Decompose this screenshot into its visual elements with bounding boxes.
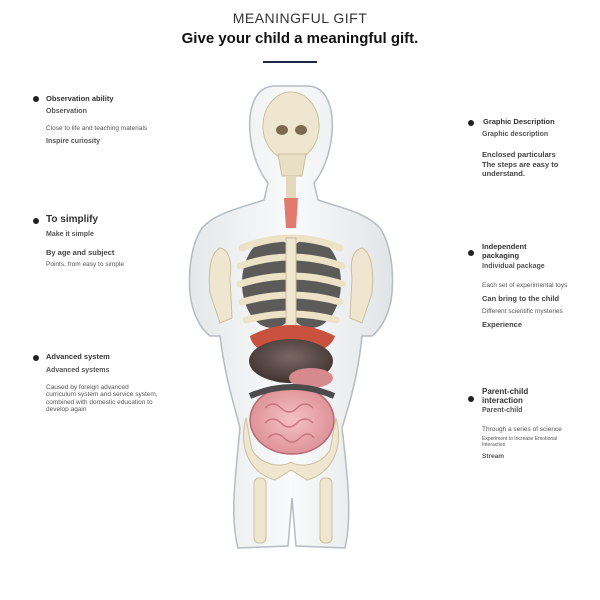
- feature-heading: Advanced system: [46, 352, 110, 361]
- feature-body: Caused by foreign advanced curriculum sy…: [46, 384, 158, 414]
- header-title: Give your child a meaningful gift.: [181, 30, 419, 47]
- feature-line: Experiment to Increase Emotional Interac…: [482, 436, 558, 448]
- bullet-icon: [468, 120, 474, 126]
- feature-line: Close to life and teaching materials: [46, 125, 148, 132]
- feature-line: Points, from easy to simple: [46, 261, 125, 268]
- feature-line: Each set of experimental toys: [482, 282, 568, 289]
- feature-sub: Make it simple: [46, 231, 94, 238]
- feature-line: Inspire curiosity: [46, 138, 101, 145]
- feature-sub: Observation: [46, 108, 87, 115]
- feature-sub: Graphic description: [482, 131, 549, 138]
- feature-line: Can bring to the child: [482, 294, 560, 303]
- feature-line: Experience: [482, 320, 523, 329]
- feature-heading: Independent packaging: [482, 242, 527, 260]
- header-subtitle: MEANINGFUL GIFT: [232, 10, 368, 26]
- bullet-icon: [33, 218, 39, 224]
- feature-heading: Parent-child interaction: [482, 387, 529, 406]
- bullet-icon: [468, 250, 474, 256]
- feature-heading: Graphic Description: [483, 117, 555, 126]
- feature-line: The steps are easy to understand.: [482, 160, 559, 178]
- feature-line: Stream: [482, 453, 505, 460]
- feature-sub: Advanced systems: [46, 367, 110, 374]
- feature-heading: To simplify: [46, 214, 99, 225]
- feature-line: Enclosed particulars: [482, 150, 556, 159]
- header-divider: [263, 61, 317, 63]
- feature-sub: Parent-child: [482, 407, 523, 414]
- feature-sub: Individual package: [482, 263, 545, 270]
- anatomical-torso-model-icon: [188, 85, 394, 549]
- bullet-icon: [33, 96, 39, 102]
- feature-heading: Observation ability: [46, 94, 114, 103]
- bullet-icon: [33, 355, 39, 361]
- feature-line: By age and subject: [46, 248, 115, 257]
- feature-line: Different scientific mysteries: [482, 308, 563, 315]
- feature-line: Through a series of science: [482, 426, 562, 433]
- bullet-icon: [468, 396, 474, 402]
